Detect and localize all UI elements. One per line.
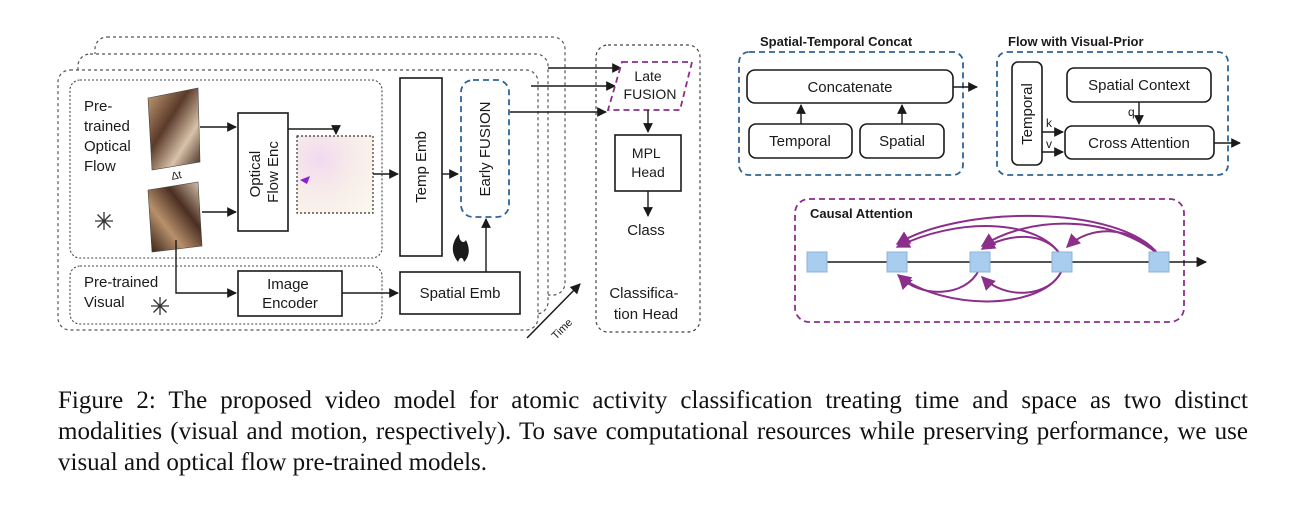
concat-spatial-label: Spatial: [879, 133, 925, 150]
flow-output-image: [296, 135, 374, 214]
late-fusion-box: [606, 61, 694, 111]
delta-t-label: Δt: [170, 169, 183, 183]
token-box: [1148, 251, 1170, 273]
concat-title: Spatial-Temporal Concat: [760, 34, 913, 49]
optical-flow-enc-box: [237, 112, 289, 232]
snowflake-icon-visual: [151, 297, 169, 315]
early-fusion-box: [460, 79, 510, 218]
flow-panel: [996, 51, 1229, 176]
classification-head-label: Classifica- tion Head: [609, 285, 682, 323]
stack-frame-back: [94, 36, 566, 296]
concat-panel: [738, 51, 964, 176]
optical-flow-label: Pre- trained Optical Flow: [84, 98, 135, 175]
fire-icon: [452, 234, 469, 262]
late-fusion-label: Late FUSION: [624, 68, 677, 102]
cross-attention-label: Cross Attention: [1088, 135, 1190, 152]
early-fusion-label: Early FUSION: [477, 101, 494, 196]
mpl-head-box: [614, 134, 682, 192]
spatial-emb-label: Spatial Emb: [420, 285, 501, 302]
time-arrow: [526, 283, 581, 339]
left-pipeline: Pre- trained Optical Flow Δt Optical Flo…: [57, 36, 701, 342]
mpl-head-label: MPL Head: [631, 145, 664, 180]
token-box: [806, 251, 828, 273]
image-encoder-label: Image Encoder: [262, 276, 318, 312]
temp-emb-label: Temp Emb: [413, 131, 430, 203]
visual-label: Pre-trained Visual: [84, 274, 162, 311]
flow-temporal-box: [1011, 61, 1043, 166]
token-box: [1051, 251, 1073, 273]
token-box: [969, 251, 991, 273]
spatial-emb-box: [399, 271, 521, 315]
classification-head-group: [595, 44, 701, 333]
k-label: k: [1046, 116, 1053, 130]
v-label: v: [1046, 137, 1052, 151]
flow-title: Flow with Visual-Prior: [1008, 34, 1144, 49]
token-box: [886, 251, 908, 273]
snowflake-icon: [95, 212, 113, 230]
causal-title: Causal Attention: [810, 206, 913, 221]
visual-group: [69, 265, 383, 325]
concat-temporal-label: Temporal: [769, 133, 831, 150]
optical-flow-enc-label: Optical Flow Enc: [247, 141, 282, 203]
time-label: Time: [550, 317, 575, 342]
class-label: Class: [627, 222, 665, 239]
spatial-context-label: Spatial Context: [1088, 77, 1191, 94]
temp-emb-box: [399, 77, 443, 257]
causal-attention: Causal Attention: [794, 198, 1208, 323]
flow-with-visual-prior: Flow with Visual-Prior Temporal Spatial …: [996, 34, 1241, 176]
causal-panel: [794, 198, 1185, 323]
optical-flow-group: [69, 79, 383, 259]
figure-caption: Figure 2: The proposed video model for a…: [58, 387, 1248, 476]
spatial-temporal-concat: Spatial-Temporal Concat Concatenate Temp…: [738, 34, 978, 176]
concatenate-label: Concatenate: [807, 79, 892, 96]
video-frame-image: [147, 87, 203, 253]
q-label: q: [1128, 105, 1135, 119]
flow-temporal-label: Temporal: [1019, 83, 1036, 145]
